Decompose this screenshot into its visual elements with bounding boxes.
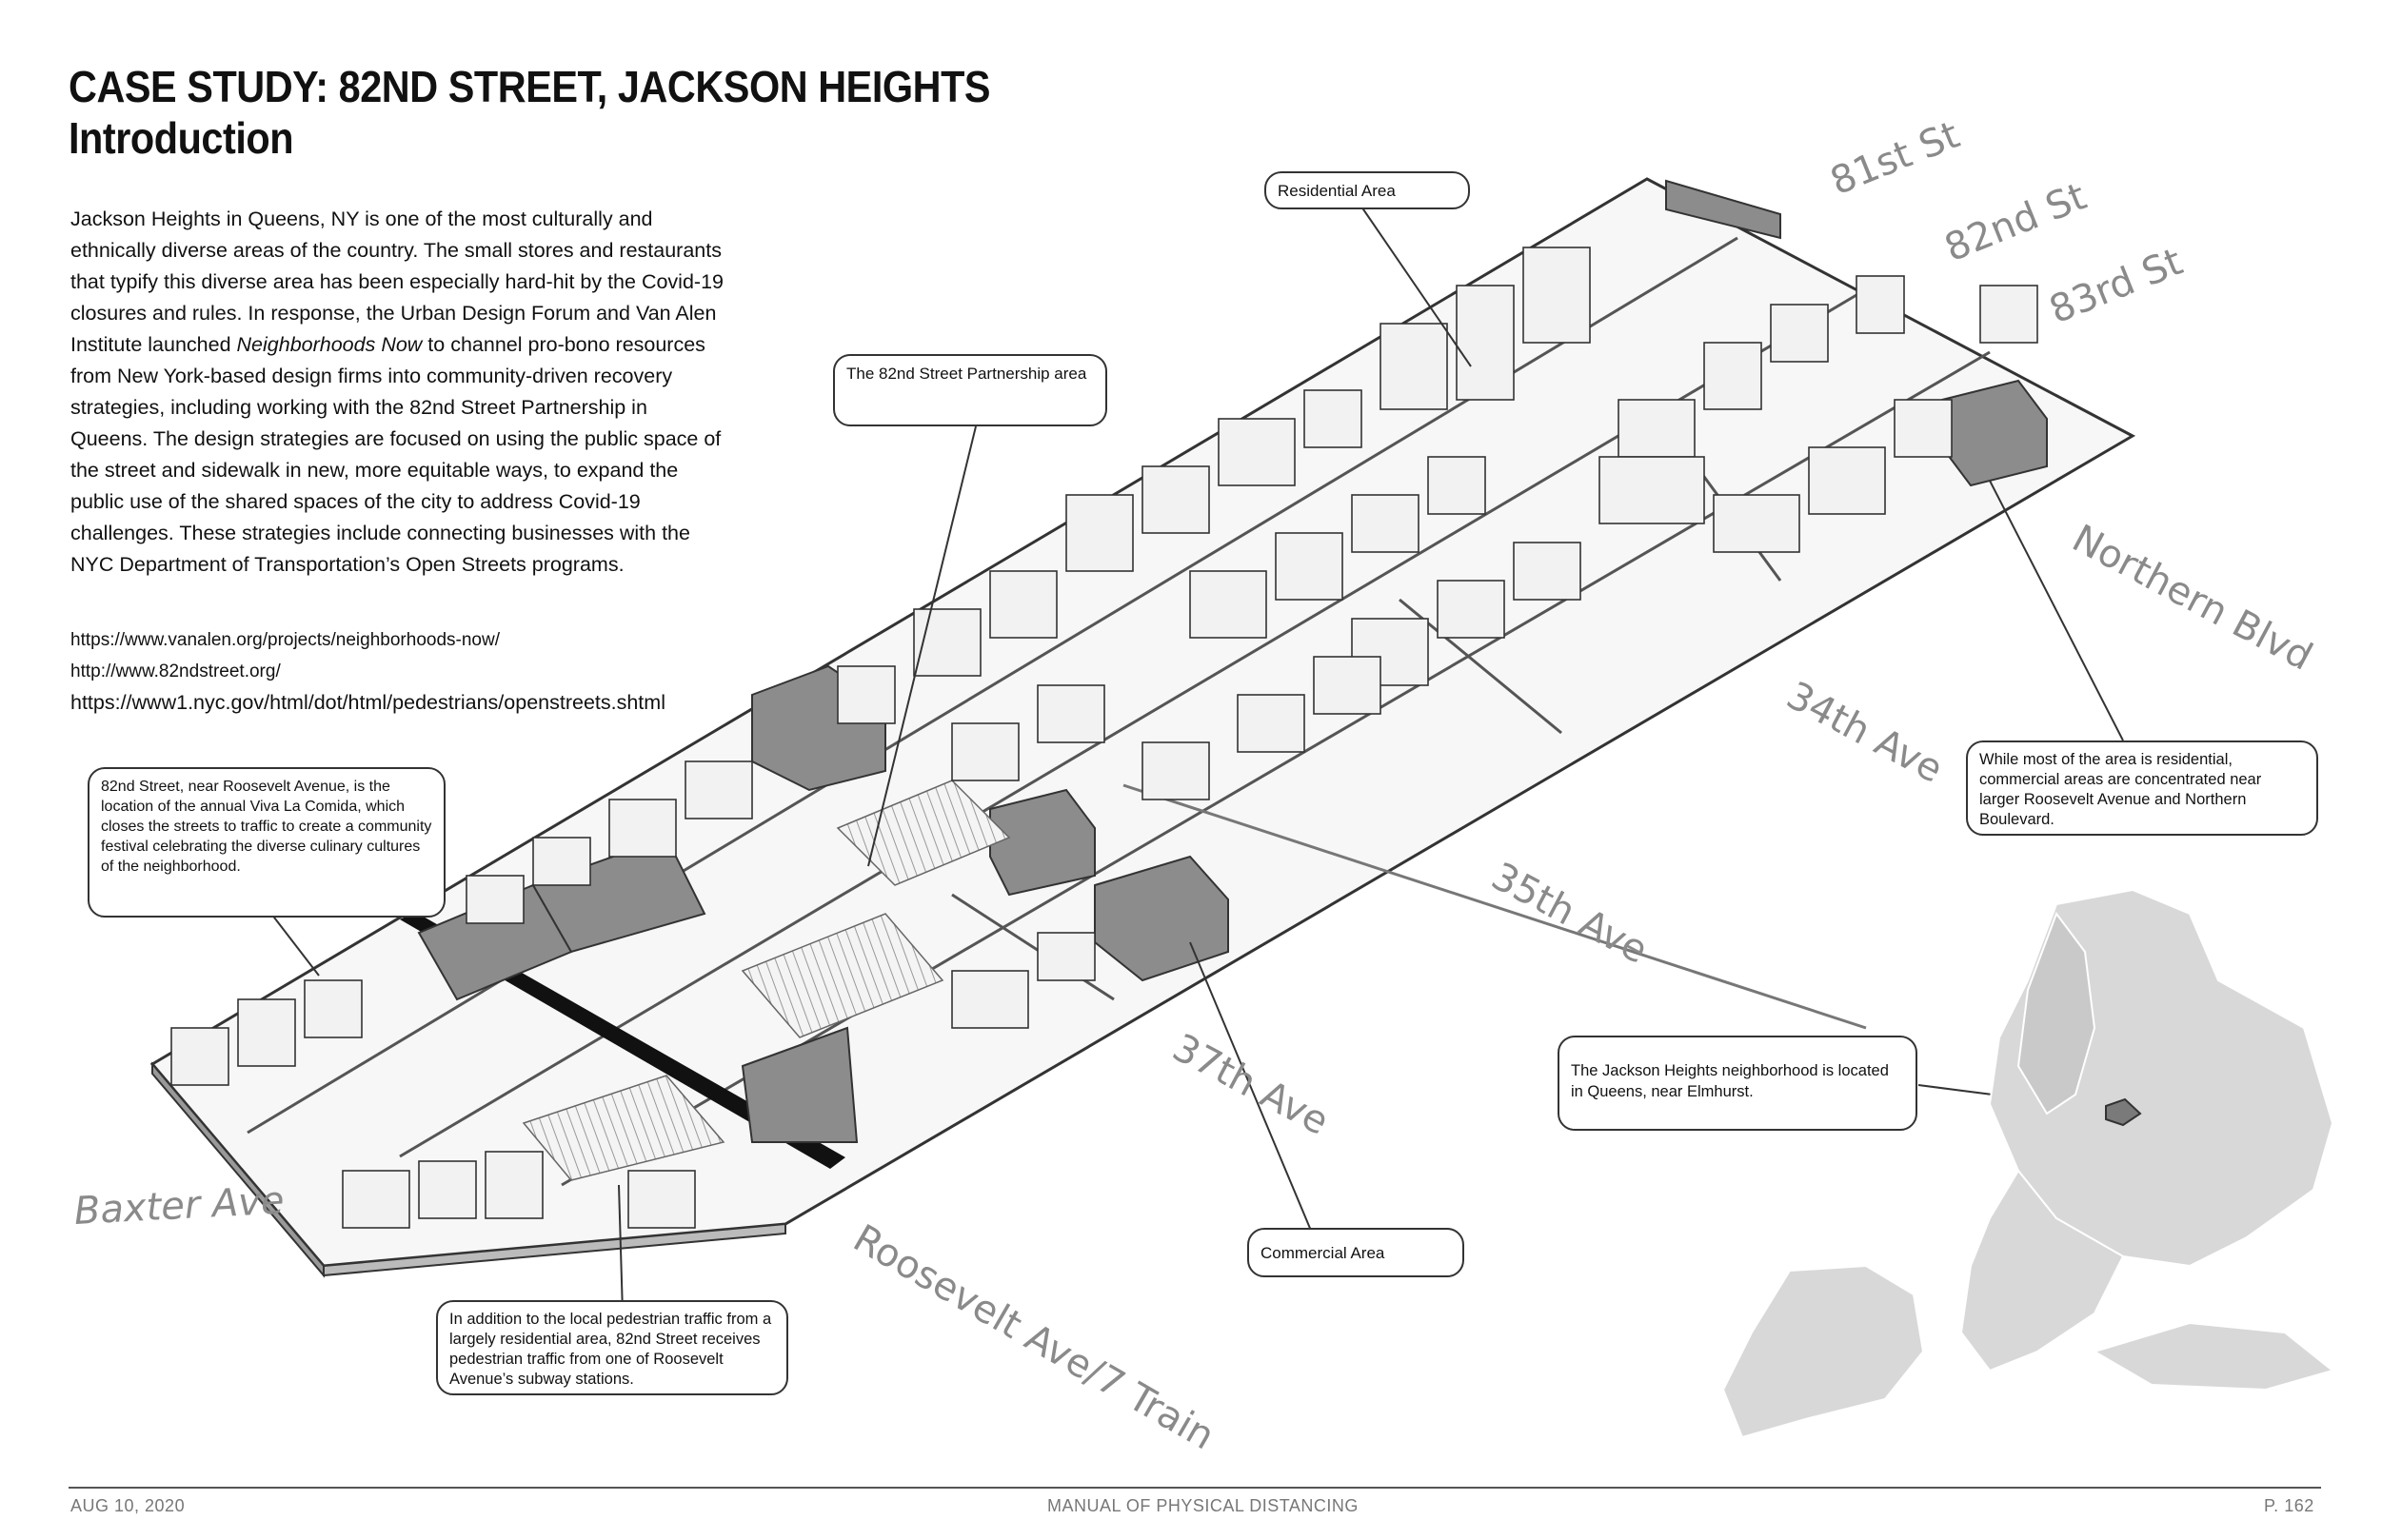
callout-residential-area: Residential Area (1264, 171, 1470, 209)
link-vanalen[interactable]: https://www.vanalen.org/projects/neighbo… (70, 630, 500, 650)
intro-text-b: to channel pro-bono resources from New Y… (70, 333, 722, 576)
intro-text-a: Jackson Heights in Queens, NY is one of … (70, 207, 724, 356)
nyc-locator-map (1721, 888, 2335, 1439)
footer-date: AUG 10, 2020 (70, 1496, 186, 1515)
commercial-buildings (417, 179, 2048, 1143)
footer-page-number: P. 162 (2264, 1496, 2314, 1515)
callout-partnership-area: The 82nd Street Partnership area (833, 354, 1107, 426)
footer-divider (69, 1487, 2321, 1489)
page-title: CASE STUDY: 82ND STREET, JACKSON HEIGHTS… (69, 61, 991, 164)
callout-commercial-area: Commercial Area (1247, 1228, 1464, 1277)
callout-jackson-heights-location: The Jackson Heights neighborhood is loca… (1558, 1036, 1917, 1131)
title-line-1: CASE STUDY: 82ND STREET, JACKSON HEIGHTS (69, 62, 991, 111)
callout-mostly-residential: While most of the area is residential, c… (1966, 740, 2318, 836)
link-openstreets[interactable]: https://www1.nyc.gov/html/dot/html/pedes… (70, 691, 665, 714)
intro-italic: Neighborhoods Now (236, 333, 423, 356)
callout-viva-la-comida: 82nd Street, near Roosevelt Avenue, is t… (88, 767, 446, 918)
partnership-area-hatching (522, 780, 1011, 1181)
link-82ndstreet[interactable]: http://www.82ndstreet.org/ (70, 661, 281, 681)
callout-pedestrian-traffic: In addition to the local pedestrian traf… (436, 1300, 788, 1395)
footer-manual-title: MANUAL OF PHYSICAL DISTANCING (1047, 1496, 1359, 1515)
title-line-2: Introduction (69, 113, 294, 163)
intro-paragraph: Jackson Heights in Queens, NY is one of … (70, 204, 727, 581)
residential-buildings (170, 247, 2038, 1229)
reference-links: https://www.vanalen.org/projects/neighbo… (70, 624, 665, 719)
